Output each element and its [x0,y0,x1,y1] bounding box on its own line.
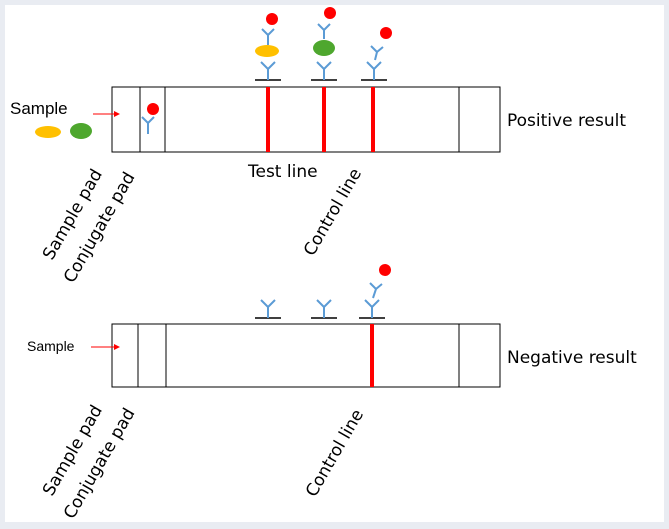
positive-result-label: Positive result [507,111,626,131]
diagram-svg: Sample Positive result Te [10,7,637,522]
control-capture-antibody-icon [366,61,382,80]
control-gold-nanoparticle-icon [380,27,392,39]
negative-capture-2 [311,299,337,319]
test-line-2-complex [311,7,337,81]
positive-control-line [371,87,375,152]
negative-capture-antibody-1-icon [260,299,276,318]
captured-antigen-green-icon [313,40,335,56]
gold-nanoparticle-icon [147,103,159,115]
test-line-1-complex [255,13,281,81]
gold-nanoparticle-2-icon [324,7,336,19]
test-line-label: Test line [247,162,318,182]
negative-control-complex [359,264,391,319]
detection-antibody-2-icon [317,23,331,39]
negative-control-gold-nanoparticle-icon [379,264,391,276]
antigen-green-icon [70,123,92,139]
negative-strip-outline [111,323,501,388]
negative-control-capture-antibody-icon [364,299,380,318]
capture-antibody-1-icon [260,61,276,80]
conjugate-antibody-icon [141,116,155,134]
detection-antibody-1-icon [261,28,275,45]
negative-control-line [370,324,374,387]
antigen-yellow-icon [35,126,61,138]
control-line-complex [361,27,392,81]
control-bound-antibody-icon [370,45,384,61]
negative-strip: Sample Negative result Sample pad Conjug… [27,264,637,522]
negative-capture-antibody-2-icon [316,299,332,318]
positive-strip-outline [111,86,501,153]
capture-antibody-2-icon [316,61,332,80]
positive-strip: Sample Positive result Te [10,7,626,287]
positive-test-line-1 [266,87,270,152]
negative-control-line-label: Control line [302,406,368,500]
lateral-flow-diagram: Sample Positive result Te [5,5,664,522]
positive-test-line-2 [322,87,326,152]
captured-antigen-yellow-icon [255,45,279,57]
positive-sample-label: Sample [10,99,68,118]
negative-sample-label: Sample [27,338,75,354]
gold-nanoparticle-1-icon [266,13,278,25]
negative-capture-1 [255,299,281,319]
negative-control-bound-antibody-icon [369,282,383,299]
negative-result-label: Negative result [507,348,637,368]
